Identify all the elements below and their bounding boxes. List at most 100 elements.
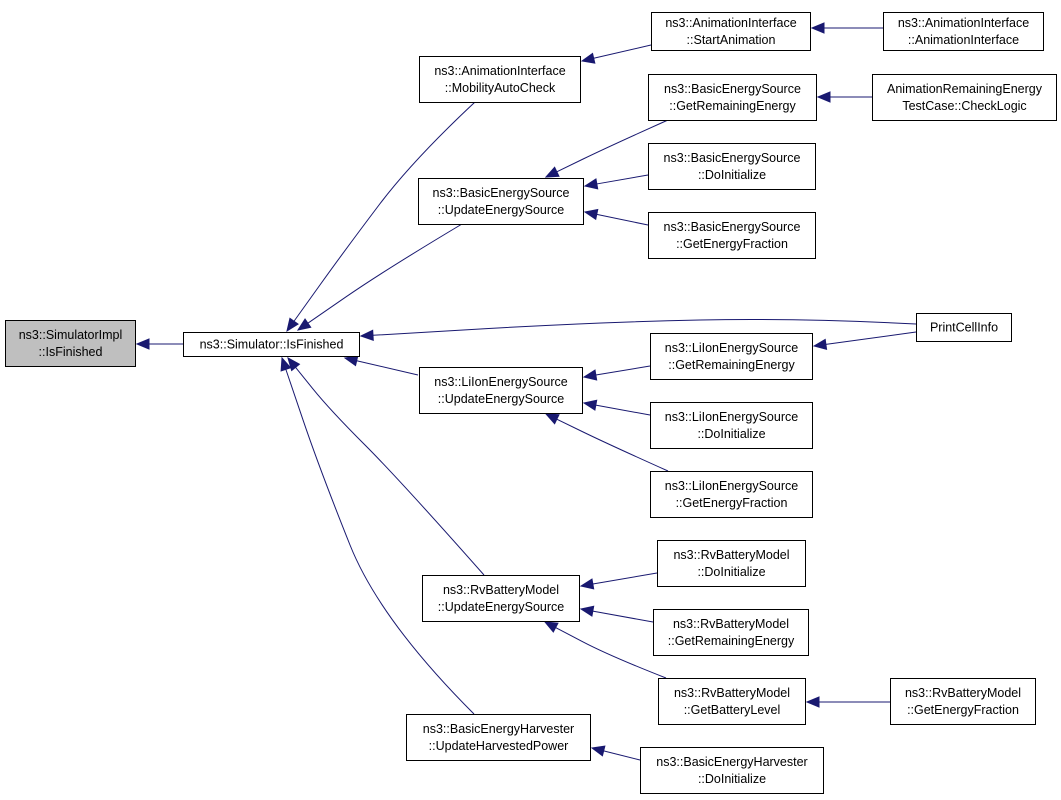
edge-bes-doinit-to-bes-update: [583, 174, 649, 190]
node-bes-doinit[interactable]: ns3::BasicEnergySource::DoInitialize: [648, 143, 816, 190]
edge-line: [825, 331, 917, 345]
node-box: [422, 575, 580, 622]
edge-li-update-to-simulator-isfinished: [343, 355, 419, 376]
node-box: [890, 678, 1036, 725]
node-label-line: TestCase::CheckLogic: [902, 99, 1026, 113]
node-label-line: ::DoInitialize: [697, 565, 765, 579]
edge-line: [595, 404, 651, 416]
arrowhead-icon: [544, 413, 560, 425]
edge-line: [593, 44, 652, 59]
edge-bes-fraction-to-bes-update: [583, 208, 649, 226]
node-box: [650, 333, 813, 380]
node-label-line: ns3::Simulator::IsFinished: [200, 338, 344, 352]
node-label-line: ns3::BasicEnergySource: [664, 151, 801, 165]
node-box: [657, 540, 806, 587]
node-label-line: ns3::AnimationInterface: [665, 16, 796, 30]
node-label-line: ns3::RvBatteryModel: [905, 686, 1021, 700]
edge-anim-start-to-anim-mobility: [580, 44, 652, 64]
node-printcellinfo[interactable]: PrintCellInfo: [916, 313, 1012, 342]
node-label-line: ns3::BasicEnergySource: [664, 82, 801, 96]
edge-rv-fraction-to-rv-level: [805, 696, 890, 708]
node-anim-ctor[interactable]: ns3::AnimationInterface::AnimationInterf…: [883, 12, 1044, 51]
arrowhead-icon: [582, 399, 598, 411]
edge-line: [592, 572, 658, 585]
edge-printcellinfo-to-li-remaining: [812, 331, 917, 350]
edge-line: [556, 418, 669, 472]
edge-simulator-isfinished-to-sim-impl-isfinished: [135, 338, 183, 350]
node-are-checklogic[interactable]: AnimationRemainingEnergyTestCase::CheckL…: [872, 74, 1057, 121]
node-label-line: ns3::AnimationInterface: [434, 64, 565, 78]
edge-li-doinit-to-li-update: [582, 399, 651, 416]
arrowhead-icon: [135, 338, 150, 350]
edge-li-fraction-to-li-update: [544, 413, 669, 472]
edge-line: [596, 213, 649, 226]
node-rv-fraction[interactable]: ns3::RvBatteryModel::GetEnergyFraction: [890, 678, 1036, 725]
edge-rv-level-to-rv-update: [543, 621, 667, 679]
node-sim-impl-isfinished[interactable]: ns3::SimulatorImpl::IsFinished: [5, 320, 136, 367]
node-label-line: ns3::SimulatorImpl: [19, 328, 123, 342]
edge-line: [556, 119, 669, 173]
node-box: [5, 320, 136, 367]
node-label-line: ns3::RvBatteryModel: [673, 617, 789, 631]
node-rv-remaining[interactable]: ns3::RvBatteryModel::GetRemainingEnergy: [653, 609, 809, 656]
edge-anim-ctor-to-anim-start: [810, 22, 883, 34]
node-label-line: ::GetEnergyFraction: [907, 703, 1019, 717]
node-label-line: ns3::RvBatteryModel: [443, 583, 559, 597]
node-label-line: ::GetRemainingEnergy: [668, 634, 795, 648]
edge-line: [555, 627, 667, 679]
node-li-doinit[interactable]: ns3::LiIonEnergySource::DoInitialize: [650, 402, 813, 449]
node-bes-remaining[interactable]: ns3::BasicEnergySource::GetRemainingEner…: [648, 74, 817, 121]
node-label-line: ns3::BasicEnergySource: [433, 186, 570, 200]
node-label-line: ::AnimationInterface: [908, 33, 1019, 47]
node-rv-level[interactable]: ns3::RvBatteryModel::GetBatteryLevel: [658, 678, 806, 725]
arrowhead-icon: [582, 369, 598, 381]
node-label-line: ::IsFinished: [39, 345, 103, 359]
arrowhead-icon: [286, 317, 299, 333]
edge-line: [372, 319, 917, 336]
node-label-line: ns3::BasicEnergyHarvester: [423, 722, 574, 736]
node-bes-update[interactable]: ns3::BasicEnergySource::UpdateEnergySour…: [418, 178, 584, 225]
edge-li-remaining-to-li-update: [582, 365, 651, 381]
node-label-line: ns3::LiIonEnergySource: [434, 375, 567, 389]
edge-bes-remaining-to-bes-update: [544, 119, 669, 178]
node-anim-mobility[interactable]: ns3::AnimationInterface::MobilityAutoChe…: [419, 56, 581, 103]
node-label-line: ns3::LiIonEnergySource: [665, 410, 798, 424]
node-label-line: ::GetEnergyFraction: [676, 496, 788, 510]
nodes: ns3::SimulatorImpl::IsFinishedns3::Simul…: [5, 12, 1057, 794]
node-rv-update[interactable]: ns3::RvBatteryModel::UpdateEnergySource: [422, 575, 580, 622]
node-label-line: ns3::LiIonEnergySource: [665, 341, 798, 355]
node-label-line: ::GetRemainingEnergy: [668, 358, 795, 372]
edges: [135, 22, 917, 761]
arrowhead-icon: [812, 338, 828, 350]
node-label-line: ::GetBatteryLevel: [684, 703, 781, 717]
node-label-line: ::UpdateEnergySource: [438, 600, 565, 614]
arrowhead-icon: [544, 166, 560, 178]
node-box: [883, 12, 1044, 51]
node-bes-fraction[interactable]: ns3::BasicEnergySource::GetEnergyFractio…: [648, 212, 816, 259]
arrowhead-icon: [816, 91, 831, 103]
node-simulator-isfinished[interactable]: ns3::Simulator::IsFinished: [183, 332, 360, 357]
node-label-line: ::DoInitialize: [698, 772, 766, 786]
node-box: [658, 678, 806, 725]
arrowhead-icon: [543, 621, 559, 633]
node-label-line: ::MobilityAutoCheck: [445, 81, 556, 95]
node-rv-doinit[interactable]: ns3::RvBatteryModel::DoInitialize: [657, 540, 806, 587]
node-li-fraction[interactable]: ns3::LiIonEnergySource::GetEnergyFractio…: [650, 471, 813, 518]
node-label-line: ::DoInitialize: [698, 168, 766, 182]
node-label-line: ::DoInitialize: [697, 427, 765, 441]
node-li-remaining[interactable]: ns3::LiIonEnergySource::GetRemainingEner…: [650, 333, 813, 380]
arrowhead-icon: [590, 745, 606, 757]
node-label-line: AnimationRemainingEnergy: [887, 82, 1043, 96]
node-label-line: ns3::RvBatteryModel: [673, 548, 789, 562]
node-box: [872, 74, 1057, 121]
node-beh-update[interactable]: ns3::BasicEnergyHarvester::UpdateHarvest…: [406, 714, 591, 761]
node-beh-doinit[interactable]: ns3::BasicEnergyHarvester::DoInitialize: [640, 747, 824, 794]
edge-line: [295, 367, 485, 576]
node-li-update[interactable]: ns3::LiIonEnergySource::UpdateEnergySour…: [419, 367, 583, 414]
node-label-line: ::UpdateEnergySource: [438, 203, 565, 217]
node-anim-start[interactable]: ns3::AnimationInterface::StartAnimation: [651, 12, 811, 51]
node-box: [650, 471, 813, 518]
node-label-line: ns3::LiIonEnergySource: [665, 479, 798, 493]
edge-line: [356, 360, 419, 376]
